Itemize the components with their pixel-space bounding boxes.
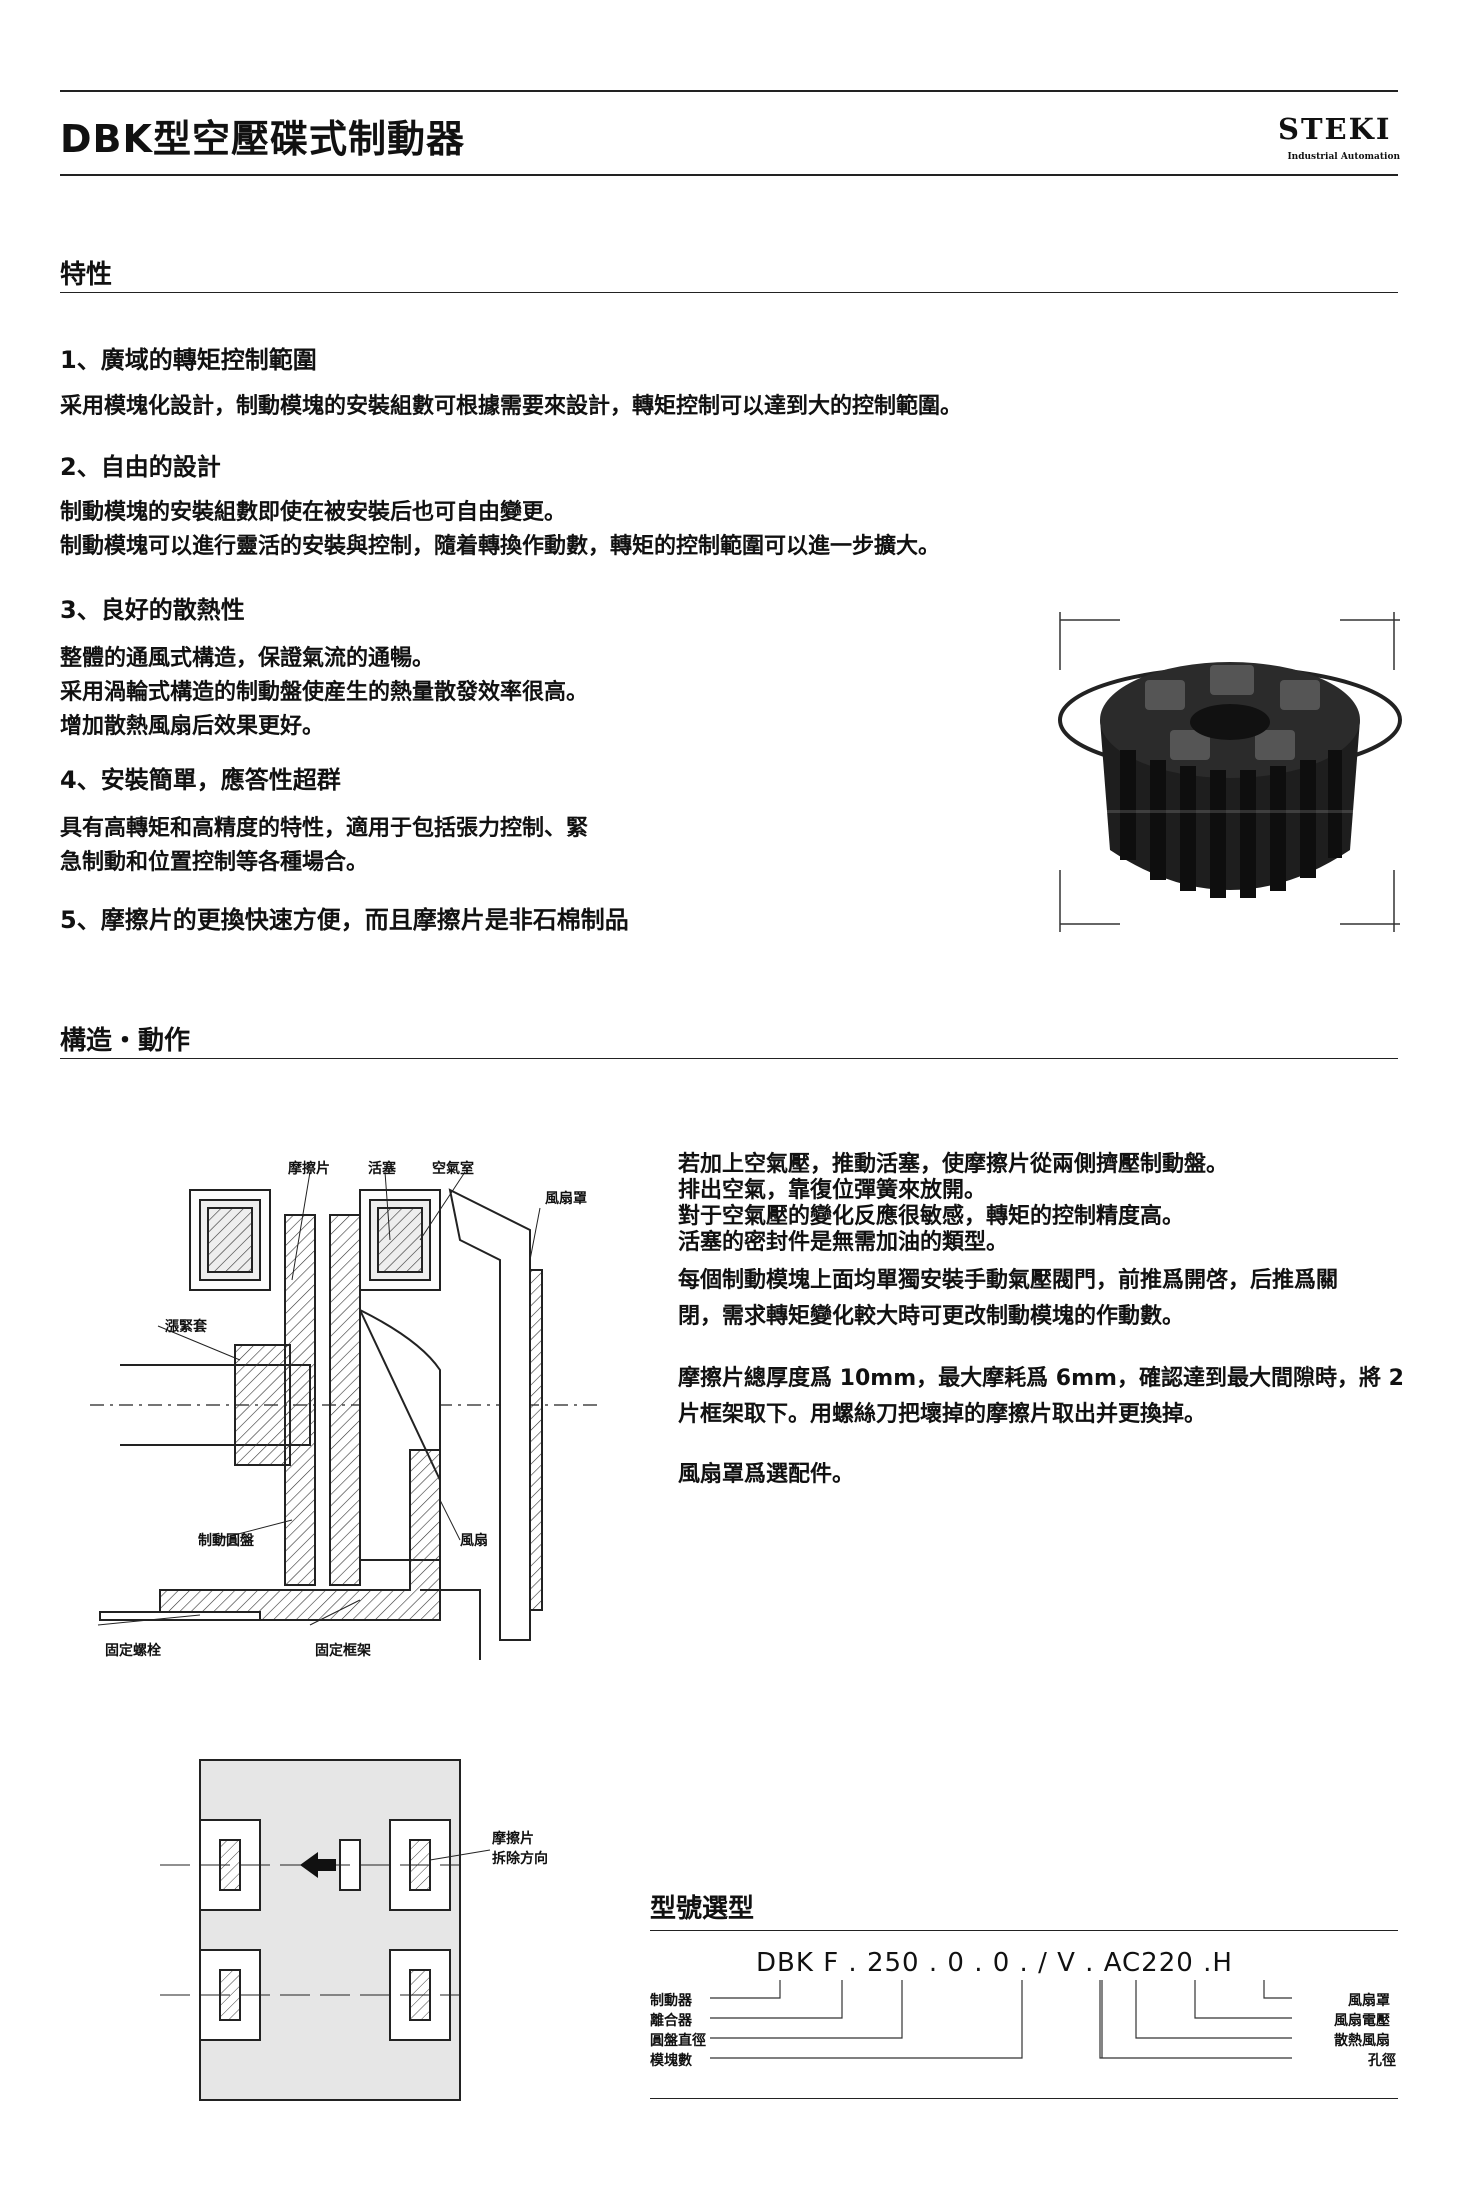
model-label-disc-diameter: 圓盤直徑 (650, 2033, 706, 2049)
model-label-bore: 孔徑 (1368, 2053, 1396, 2069)
structure-text: 風扇罩爲選配件。 (678, 1462, 855, 1487)
model-label-brake: 制動器 (650, 1993, 692, 2009)
code-part: DBK (756, 1948, 814, 1978)
structure-heading: 構造・動作 (60, 1026, 191, 1056)
code-part: . (928, 1948, 939, 1978)
model-code-leaders (710, 1980, 1292, 2059)
structure-text: 對于空氣壓的變化反應很敏感，轉矩的控制精度高。 (678, 1204, 1185, 1229)
code-part: 0 (992, 1948, 1011, 1978)
feature-text: 急制動和位置控制等各種場合。 (60, 850, 369, 875)
model-label-clutch: 離合器 (650, 2013, 692, 2029)
model-label-cooling-fan: 散熱風扇 (1334, 2033, 1390, 2049)
brake-product-photo (1050, 612, 1410, 932)
feature-title-1: 1、廣域的轉矩控制範圍 (60, 346, 317, 374)
code-part: . (848, 1948, 858, 1978)
feature-text: 采用模塊化設計，制動模塊的安裝組數可根據需要來設計，轉矩控制可以達到大的控制範圍… (60, 394, 963, 419)
cross-section-diagram (90, 1171, 600, 1660)
feature-title-3: 3、良好的散熱性 (60, 596, 245, 624)
code-part: 250 (866, 1948, 920, 1978)
header-rule-top (60, 90, 1398, 92)
structure-text: 閉，需求轉矩變化較大時可更改制動模塊的作動數。 (678, 1304, 1185, 1329)
brand-logo: STEKI Industrial Automation (1270, 112, 1400, 164)
label-removal-direction: 拆除方向 (492, 1851, 548, 1867)
code-part: / (1038, 1948, 1048, 1978)
structure-text: 摩擦片總厚度爲 10mm，最大摩耗爲 6mm，確認達到最大間隙時，將 2 (678, 1366, 1404, 1391)
label-removal-friction: 摩擦片 (492, 1831, 534, 1847)
feature-title-4: 4、安裝簡單，應答性超群 (60, 766, 341, 794)
structure-text: 若加上空氣壓，推動活塞，使摩擦片從兩側擠壓制動盤。 (678, 1152, 1229, 1177)
code-part: . (1019, 1948, 1029, 1978)
model-code: DBK F . 250 . 0 . 0 . / V . AC220 .H (756, 1948, 1233, 1978)
model-heading: 型號選型 (650, 1894, 755, 1924)
label-fan: 風扇 (460, 1533, 488, 1549)
header-rule-bottom (60, 174, 1398, 176)
label-sleeve: 漲緊套 (165, 1319, 207, 1335)
model-rule-top (650, 1930, 1398, 1931)
model-label-module-count: 模塊數 (650, 2053, 692, 2069)
code-part: . (1085, 1948, 1095, 1978)
feature-title-2: 2、自由的設計 (60, 453, 221, 481)
label-brake-disc: 制動圓盤 (198, 1533, 254, 1549)
model-rule-bottom (650, 2098, 1398, 2099)
feature-text: 采用渦輪式構造的制動盤使産生的熱量散發效率很高。 (60, 680, 589, 705)
model-label-fan-voltage: 風扇電壓 (1334, 2013, 1390, 2029)
feature-title-5: 5、摩擦片的更換快速方便，而且摩擦片是非石棉制品 (60, 906, 629, 934)
structure-text: 活塞的密封件是無需加油的類型。 (678, 1230, 1009, 1255)
logo-subtitle: Industrial Automation (1287, 152, 1400, 162)
code-part: V (1057, 1948, 1076, 1978)
label-piston: 活塞 (368, 1161, 396, 1177)
code-part: F (823, 1948, 840, 1978)
feature-text: 具有高轉矩和高精度的特性，適用于包括張力控制、緊 (60, 816, 589, 841)
page-title: DBK型空壓碟式制動器 (60, 117, 465, 161)
removal-diagram (160, 1759, 491, 2101)
feature-text: 整體的通風式構造，保證氣流的通暢。 (60, 646, 435, 671)
code-part: .H (1203, 1948, 1233, 1978)
feature-text: 制動模塊的安裝組數即使在被安裝后也可自由變更。 (60, 500, 567, 525)
code-part: AC220 (1103, 1948, 1194, 1978)
code-part: . (974, 1948, 984, 1978)
label-frame: 固定框架 (315, 1643, 371, 1659)
structure-text: 排出空氣，靠復位彈簧來放開。 (678, 1178, 987, 1203)
structure-text: 片框架取下。用螺絲刀把壞掉的摩擦片取出并更換掉。 (678, 1402, 1207, 1427)
label-friction: 摩擦片 (288, 1161, 330, 1177)
feature-text: 增加散熱風扇后效果更好。 (60, 714, 325, 739)
structure-rule (60, 1058, 1398, 1059)
label-fan-cover: 風扇罩 (545, 1191, 587, 1207)
code-part: 0 (947, 1948, 965, 1978)
feature-text: 制動模塊可以進行靈活的安裝與控制，隨着轉換作動數，轉矩的控制範圍可以進一步擴大。 (60, 534, 941, 559)
label-bolt: 固定螺栓 (105, 1643, 161, 1659)
features-heading: 特性 (60, 260, 113, 290)
model-label-fan-cover: 風扇罩 (1348, 1993, 1390, 2009)
logo-wordmark: STEKI (1278, 112, 1392, 146)
structure-text: 每個制動模塊上面均單獨安裝手動氣壓閥門，前推爲開啓，后推爲關 (678, 1268, 1339, 1293)
features-rule (60, 292, 1398, 293)
label-air-chamber: 空氣室 (432, 1161, 474, 1177)
